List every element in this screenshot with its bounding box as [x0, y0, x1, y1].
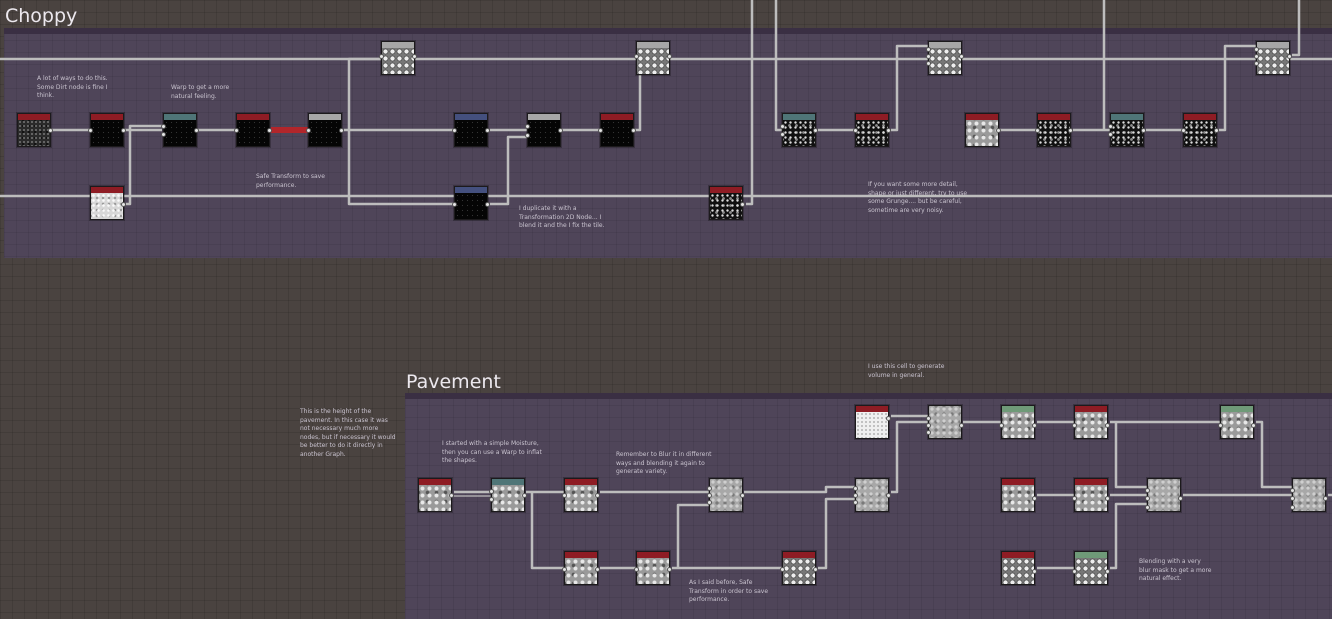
wire-branch-g: [774, 0, 782, 132]
wire-right-7: [1219, 44, 1256, 132]
graph-node[interactable]: [88, 113, 126, 147]
wire-pave-9: [818, 497, 855, 570]
wire-pave-10: [891, 420, 928, 494]
graph-node[interactable]: [853, 478, 891, 512]
wire-pave-15: [1114, 422, 1147, 489]
choppy-frame-bar[interactable]: [4, 28, 1332, 34]
wire-branch-e: [635, 59, 642, 132]
graph-node[interactable]: [1218, 405, 1256, 439]
wire-pave-3: [530, 492, 564, 570]
wire-pave-8: [744, 485, 855, 494]
graph-node[interactable]: [1072, 551, 1110, 585]
note-duplicate: I duplicate it with a Transformation 2D …: [519, 205, 605, 229]
graph-node[interactable]: [855, 405, 891, 439]
graph-node[interactable]: [707, 478, 745, 512]
graph-node[interactable]: [780, 113, 818, 147]
wire-pave-7: [676, 503, 709, 568]
graph-node[interactable]: [562, 551, 600, 585]
graph-node[interactable]: [90, 186, 126, 220]
graph-node[interactable]: [709, 186, 745, 220]
choppy-frame-title: Choppy: [5, 5, 78, 27]
pavement-frame-bar[interactable]: [405, 393, 1332, 399]
graph-node[interactable]: [853, 113, 891, 147]
graph-node[interactable]: [452, 113, 490, 147]
note-grunge: If you want some more detail, shape or j…: [868, 181, 968, 214]
wire-branch-b: [347, 57, 381, 130]
graph-node[interactable]: [379, 41, 417, 75]
graph-node[interactable]: [1001, 478, 1037, 512]
note-moisture: I started with a simple Moisture, then y…: [442, 440, 542, 464]
graph-node[interactable]: [1072, 478, 1110, 512]
note-warp: Warp to get a more natural feeling.: [171, 84, 230, 100]
wire-branch-a: [126, 124, 162, 206]
graph-node[interactable]: [306, 113, 344, 147]
graph-node[interactable]: [926, 405, 964, 439]
note-cell: I use this cell to generate volume in ge…: [868, 363, 945, 379]
graph-node[interactable]: [1108, 113, 1146, 147]
graph-node[interactable]: [999, 405, 1037, 439]
graph-node[interactable]: [780, 551, 818, 585]
graph-node[interactable]: [634, 551, 672, 585]
graph-node[interactable]: [1145, 478, 1183, 512]
wire-right-2: [891, 44, 928, 132]
wire-branch-d: [490, 135, 527, 206]
note-safe-transform: Safe Transform to save performance.: [256, 173, 325, 189]
note-pave-safe-transform: As I said before, Safe Transform in orde…: [689, 579, 769, 603]
note-blending: Blending with a very blur mask to get a …: [1139, 558, 1212, 582]
graph-node[interactable]: [965, 113, 1001, 147]
graph-node[interactable]: [17, 113, 53, 147]
wire-pave-19: [1110, 502, 1147, 570]
graph-node[interactable]: [562, 478, 600, 512]
graph-node[interactable]: [1254, 41, 1292, 75]
graph-node[interactable]: [452, 186, 490, 220]
graph-node[interactable]: [161, 113, 199, 147]
wire-branch-f: [746, 0, 754, 206]
pavement-frame-title: Pavement: [406, 371, 501, 393]
graph-node[interactable]: [926, 41, 964, 75]
graph-node[interactable]: [418, 478, 454, 512]
wire-branch-c: [347, 130, 454, 206]
note-blur: Remember to Blur it in different ways an…: [616, 451, 712, 475]
wire-right-8: [1292, 0, 1301, 57]
wire-pave-21: [1256, 420, 1292, 489]
graph-node[interactable]: [1001, 551, 1037, 585]
graph-node[interactable]: [598, 113, 636, 147]
note-dirt: A lot of ways to do this. Some Dirt node…: [37, 75, 108, 99]
graph-node[interactable]: [1181, 113, 1219, 147]
graph-node[interactable]: [634, 41, 672, 75]
graph-node[interactable]: [1035, 113, 1073, 147]
graph-node[interactable]: [525, 113, 563, 147]
graph-node[interactable]: [234, 113, 272, 147]
note-height: This is the height of the pavement. In t…: [300, 408, 396, 458]
graph-node[interactable]: [1072, 405, 1110, 439]
graph-node[interactable]: [489, 478, 527, 512]
graph-node[interactable]: [1290, 478, 1328, 512]
